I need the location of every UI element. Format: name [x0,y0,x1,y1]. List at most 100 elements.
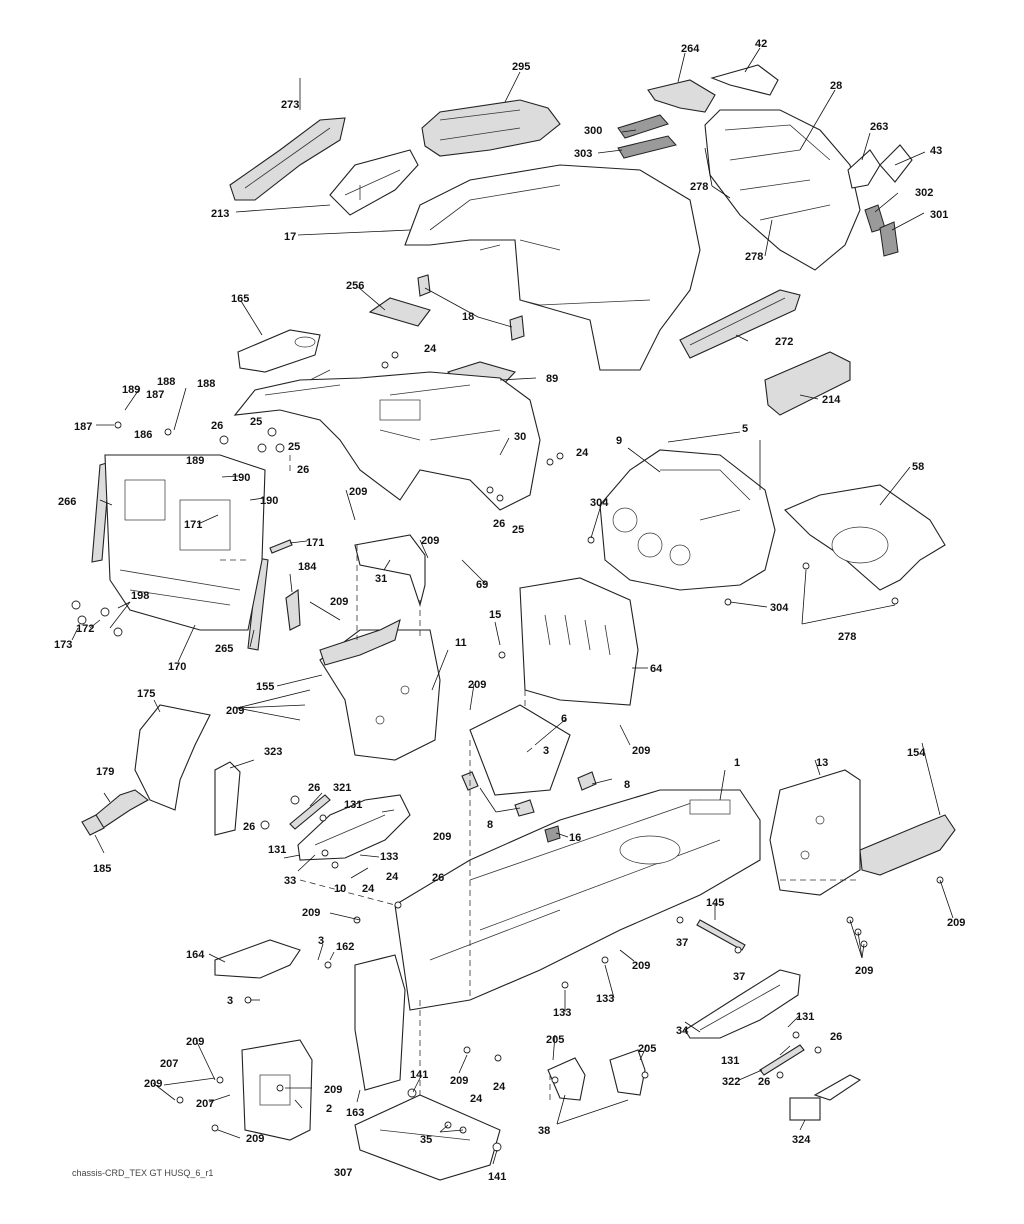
callout-179: 179 [96,766,114,778]
callout-173: 173 [54,639,72,651]
part-154-hitch [859,814,956,876]
callout-28: 28 [830,80,842,92]
callout-31: 31 [375,573,387,585]
callout-6: 6 [561,713,567,725]
callout-24: 24 [493,1081,506,1093]
part-34-footrest-right [684,969,801,1039]
callout-209: 209 [226,705,244,717]
callout-26: 26 [758,1076,770,1088]
part-303-lens [617,135,677,159]
callout-33: 33 [284,875,296,887]
leader-lines [71,47,954,1165]
callout-205: 205 [546,1034,564,1046]
callout-154: 154 [907,747,926,759]
part-165-cup-holder [237,329,321,373]
part-43-side-cover [879,144,913,183]
callout-26: 26 [243,821,255,833]
callout-209: 209 [349,486,367,498]
callout-189: 189 [122,384,140,396]
part-155-steering-arm [319,618,401,666]
callout-163: 163 [346,1107,364,1119]
callout-323: 323 [264,746,282,758]
callout-24: 24 [576,447,589,459]
callout-209: 209 [433,831,451,843]
callout-37: 37 [733,971,745,983]
callout-131: 131 [721,1055,739,1067]
callout-171: 171 [184,519,202,531]
callout-302: 302 [915,187,933,199]
part-18-hood-latch [417,274,431,297]
part-324-decal [789,1097,821,1121]
part-28-front-grille-housing [704,109,861,271]
callout-25: 25 [288,441,300,453]
callout-30: 30 [514,431,526,443]
callout-26: 26 [493,518,505,530]
callout-265: 265 [215,643,233,655]
callout-64: 64 [650,663,663,675]
callout-278: 278 [690,181,708,193]
callout-11: 11 [455,637,467,649]
callout-3: 3 [227,995,233,1007]
callout-213: 213 [211,208,229,220]
callout-42: 42 [755,38,767,50]
callout-69: 69 [476,579,488,591]
callout-184: 184 [298,561,317,573]
callout-307: 307 [334,1167,352,1179]
callout-170: 170 [168,661,186,673]
callout-205: 205 [638,1043,656,1055]
callout-26: 26 [308,782,320,794]
callout-189: 189 [186,455,204,467]
part-295-hood-top-panel [421,99,561,157]
callout-209: 209 [947,917,965,929]
callout-272: 272 [775,336,793,348]
callout-164: 164 [186,949,205,961]
callout-188: 188 [157,376,175,388]
callout-256: 256 [346,280,364,292]
part-31-bracket [354,534,426,607]
part-38-bracket-right [609,1049,646,1096]
part-175-cover [134,704,211,811]
callout-188: 188 [197,378,215,390]
part-214-side-panel [764,351,851,416]
callout-198: 198 [131,590,149,602]
part-38-bracket-left [547,1057,586,1101]
callout-18: 18 [462,311,474,323]
part-322-rod [759,1044,805,1076]
callout-304: 304 [590,497,609,509]
callout-295: 295 [512,61,530,73]
callout-209: 209 [144,1078,162,1090]
callout-209: 209 [632,745,650,757]
callout-141: 141 [410,1069,428,1081]
callout-34: 34 [676,1025,689,1037]
callout-209: 209 [421,535,439,547]
callout-3: 3 [543,745,549,757]
callout-133: 133 [380,851,398,863]
part-6-plate [469,704,571,796]
callout-labels: 1 2 3 3 3 5 6 8 8 9 10 11 13 15 16 17 18… [54,38,965,1183]
callout-207: 207 [160,1058,178,1070]
callout-172: 172 [76,623,94,635]
part-8-clip-right [514,799,535,817]
callout-190: 190 [260,495,278,507]
callout-24: 24 [424,343,437,355]
callout-209: 209 [450,1075,468,1087]
callout-185: 185 [93,863,111,875]
part-16-nut [544,825,561,843]
callout-38: 38 [538,1125,550,1137]
callout-209: 209 [186,1036,204,1048]
callout-15: 15 [489,609,501,621]
callout-209: 209 [330,596,348,608]
callout-300: 300 [584,125,602,137]
hardware-fasteners [71,351,944,1152]
callout-209: 209 [468,679,486,691]
callout-207: 207 [196,1098,214,1110]
callout-43: 43 [930,145,942,157]
part-263-side-light [847,149,881,189]
part-324-decal-plate [813,1074,862,1101]
part-321-rod [289,794,331,830]
callout-165: 165 [231,293,249,305]
callout-26: 26 [211,420,223,432]
part-163-side-plate [354,954,406,1091]
part-184-spring [285,589,301,631]
part-256-access-panel [368,297,431,327]
